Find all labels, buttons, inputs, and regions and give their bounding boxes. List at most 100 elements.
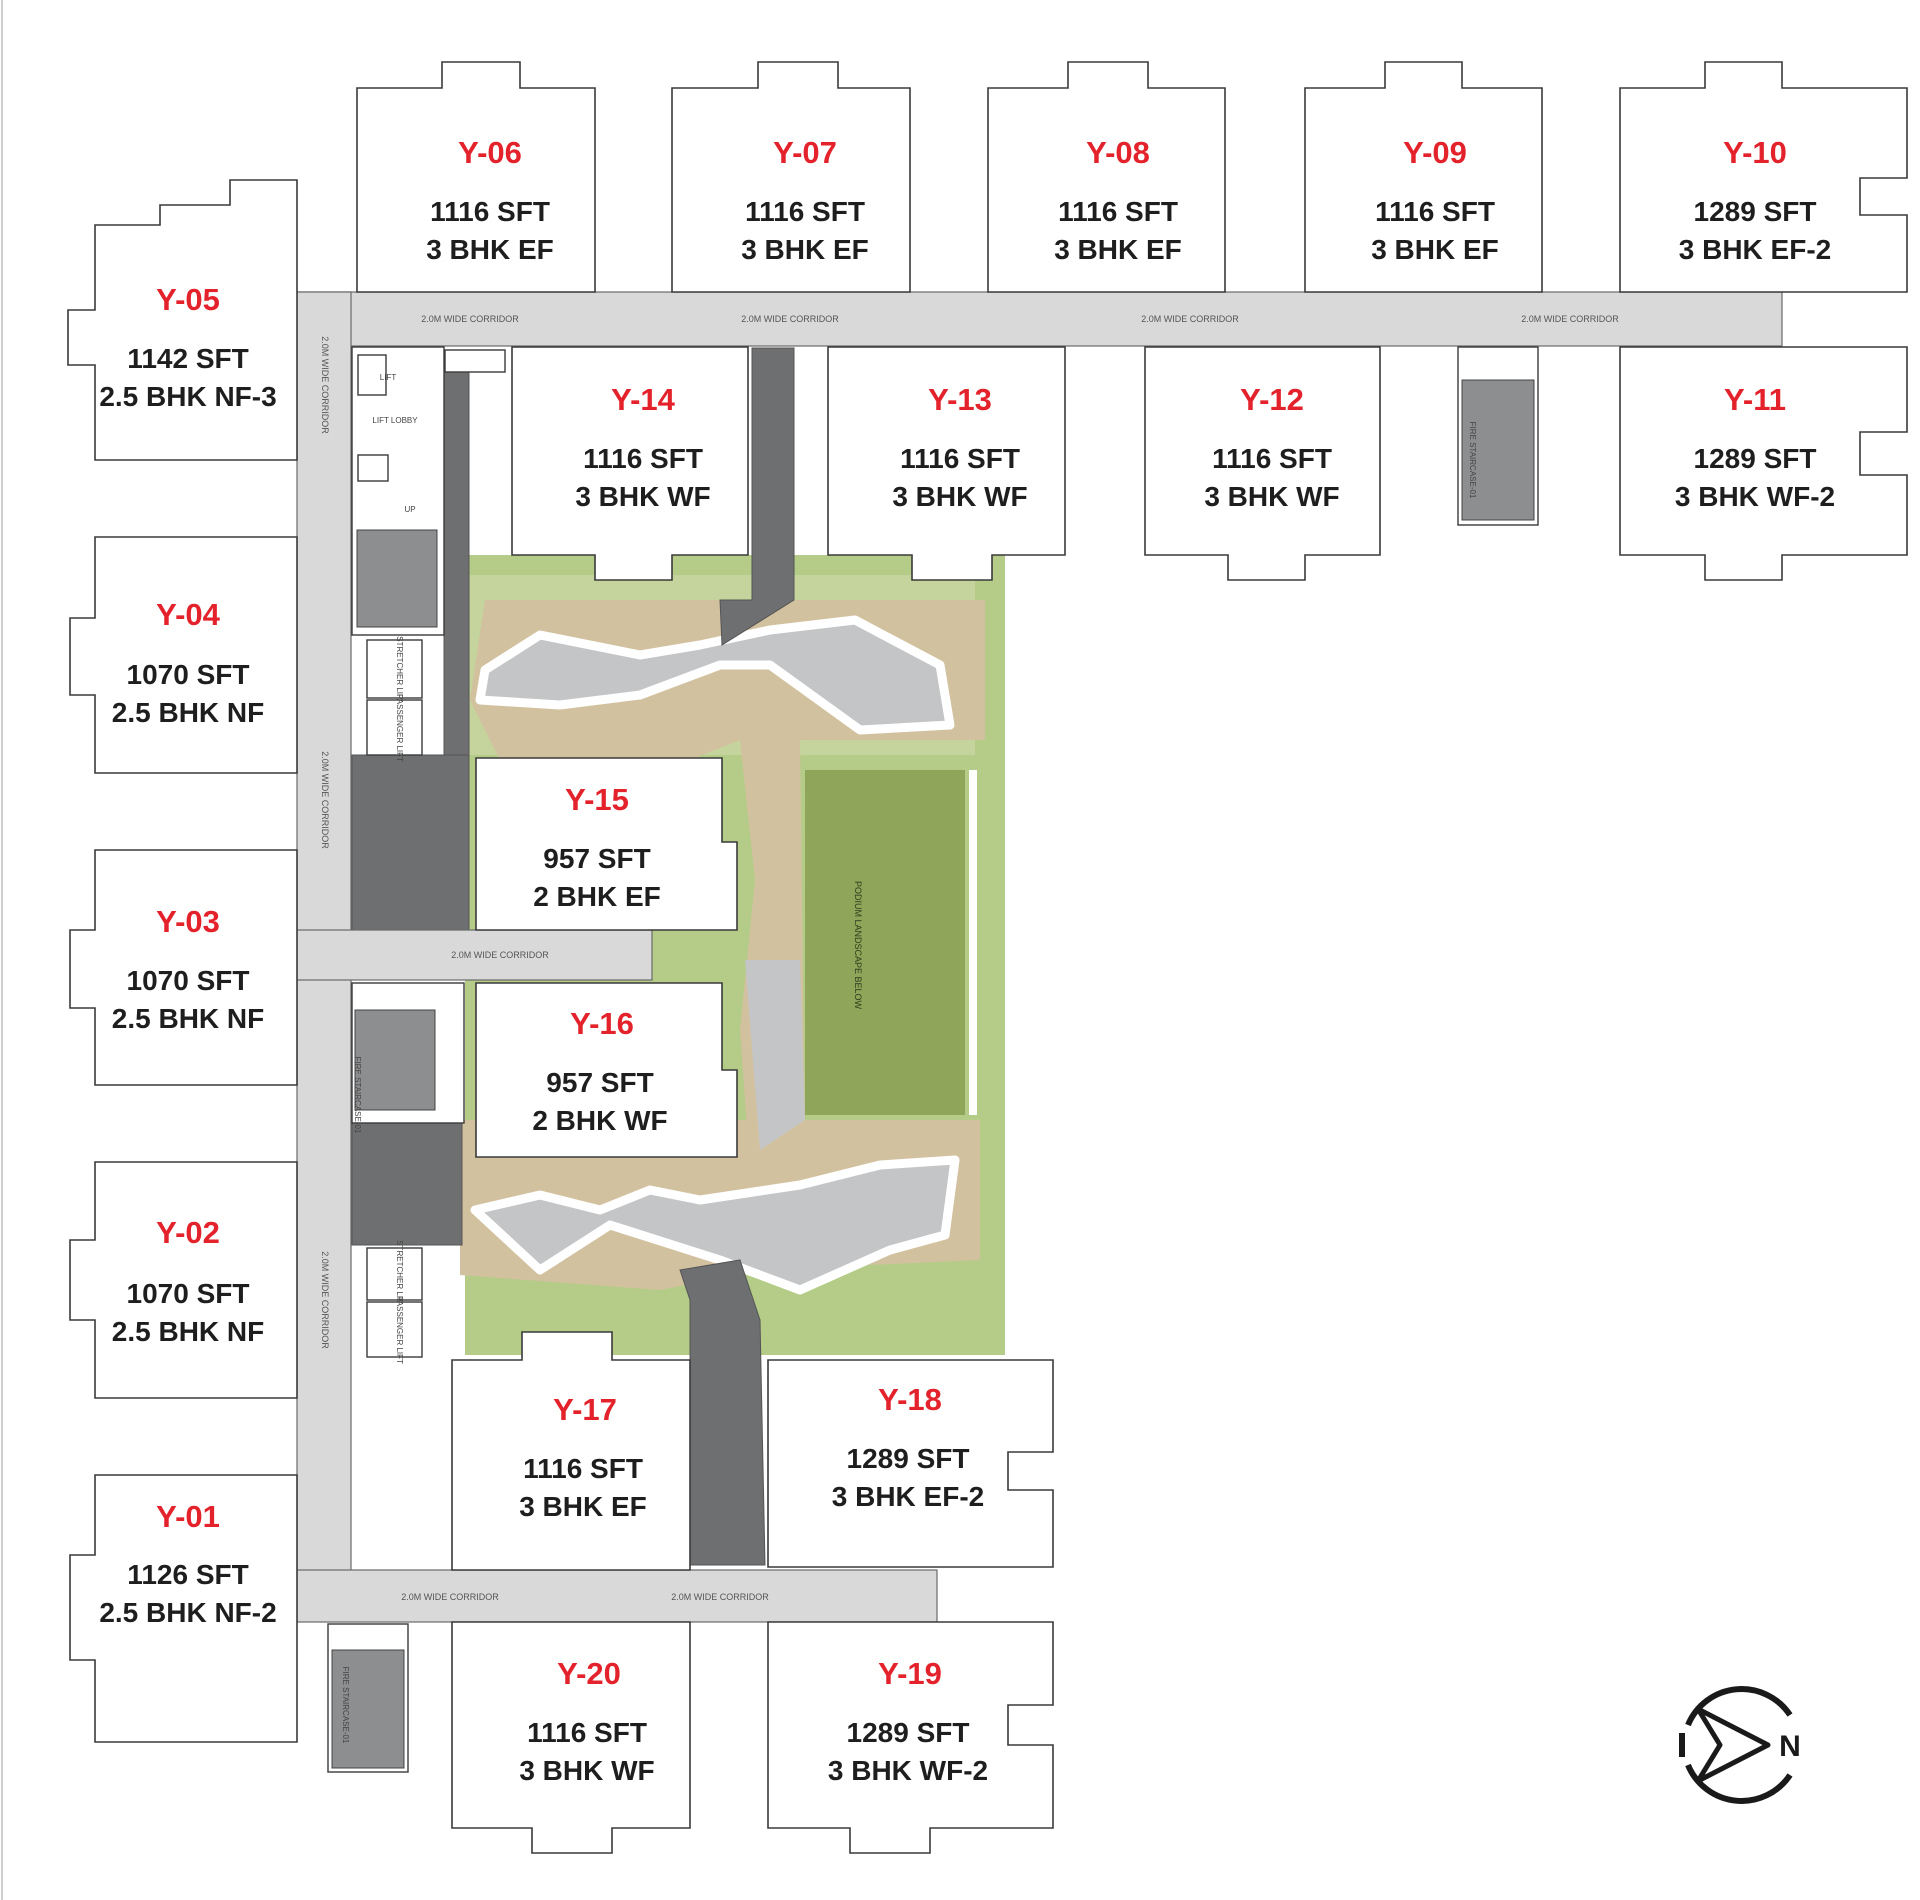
corridor-label: 2.0M WIDE CORRIDOR bbox=[671, 1592, 769, 1602]
unit-y-15: Y-15 957 SFT 2 BHK EF bbox=[533, 782, 661, 912]
unit-shape-y-17 bbox=[451, 1331, 691, 1571]
unit-area: 1116 SFT bbox=[900, 443, 1020, 474]
unit-shape-y-18 bbox=[767, 1359, 1054, 1568]
unit-area: 1116 SFT bbox=[1058, 196, 1178, 227]
unit-id: Y-09 bbox=[1403, 135, 1467, 170]
south-paving-strip bbox=[679, 1259, 766, 1566]
unit-id: Y-07 bbox=[773, 135, 837, 170]
unit-y-19: Y-19 1289 SFT 3 BHK WF-2 bbox=[828, 1656, 988, 1786]
corridors: 2.0M WIDE CORRIDOR 2.0M WIDE CORRIDOR 2.… bbox=[296, 291, 1783, 1623]
stretcher-lift-label: STRETCHER LIFT bbox=[395, 1240, 404, 1308]
unit-y-18: Y-18 1289 SFT 3 BHK EF-2 bbox=[832, 1382, 984, 1512]
unit-y-06: Y-06 1116 SFT 3 BHK EF bbox=[426, 135, 554, 265]
unit-area: 1116 SFT bbox=[583, 443, 703, 474]
unit-shape-y-03 bbox=[69, 849, 298, 1086]
north-paving-strip bbox=[719, 347, 795, 646]
unit-type: 2.5 BHK NF bbox=[112, 697, 264, 728]
unit-shape-y-08 bbox=[987, 61, 1226, 293]
lift-shaft bbox=[357, 354, 387, 396]
unit-y-17: Y-17 1116 SFT 3 BHK EF bbox=[519, 1392, 647, 1522]
unit-id: Y-16 bbox=[570, 1006, 634, 1041]
unit-y-10: Y-10 1289 SFT 3 BHK EF-2 bbox=[1679, 135, 1831, 265]
corridor-label: 2.0M WIDE CORRIDOR bbox=[320, 1251, 330, 1349]
unit-area: 1116 SFT bbox=[527, 1717, 647, 1748]
unit-y-05: Y-05 1142 SFT 2.5 BHK NF-3 bbox=[99, 282, 276, 412]
unit-type: 3 BHK EF bbox=[1371, 234, 1499, 265]
unit-type: 2.5 BHK NF bbox=[112, 1003, 264, 1034]
courtyard: PODIUM LANDSCAPE BELOW bbox=[455, 555, 1005, 1355]
stretcher-lift-label: STRETCHER LIFT bbox=[395, 636, 404, 704]
fire-staircase-label: FIRE STAIRCASE-01 bbox=[353, 1057, 362, 1134]
unit-type: 3 BHK WF bbox=[575, 481, 710, 512]
unit-area: 1289 SFT bbox=[847, 1717, 970, 1748]
corridor-label: 2.0M WIDE CORRIDOR bbox=[421, 314, 519, 324]
passenger-lift-label: PASSENGER LIFT bbox=[395, 1296, 404, 1364]
unit-shapes bbox=[67, 61, 1908, 1854]
passenger-lift-lower bbox=[366, 1301, 423, 1358]
unit-y-08: Y-08 1116 SFT 3 BHK EF bbox=[1054, 135, 1182, 265]
unit-y-04: Y-04 1070 SFT 2.5 BHK NF bbox=[112, 597, 264, 728]
west-paving-block-upper bbox=[351, 754, 470, 931]
duct bbox=[444, 349, 506, 373]
unit-shape-y-06 bbox=[356, 61, 596, 293]
unit-shape-y-07 bbox=[671, 61, 911, 293]
up-label: UP bbox=[404, 505, 415, 514]
staircase-mid bbox=[354, 1009, 436, 1111]
unit-type: 3 BHK WF bbox=[892, 481, 1027, 512]
unit-area: 1116 SFT bbox=[1212, 443, 1332, 474]
unit-type: 3 BHK EF bbox=[426, 234, 554, 265]
unit-y-16: Y-16 957 SFT 2 BHK WF bbox=[532, 1006, 667, 1136]
unit-id: Y-17 bbox=[553, 1392, 617, 1427]
unit-y-02: Y-02 1070 SFT 2.5 BHK NF bbox=[112, 1215, 264, 1347]
unit-id: Y-04 bbox=[156, 597, 221, 632]
unit-shape-y-13 bbox=[827, 346, 1066, 581]
unit-id: Y-18 bbox=[878, 1382, 942, 1417]
podium-landscape bbox=[805, 770, 965, 1115]
unit-y-09: Y-09 1116 SFT 3 BHK EF bbox=[1371, 135, 1499, 265]
passenger-lift-label: PASSENGER LIFT bbox=[395, 694, 404, 762]
unit-type: 2.5 BHK NF-3 bbox=[99, 381, 276, 412]
unit-labels: Y-01 1126 SFT 2.5 BHK NF-2 Y-02 1070 SFT… bbox=[99, 135, 1835, 1786]
unit-id: Y-03 bbox=[156, 904, 220, 939]
compass-north-label: N bbox=[1779, 1730, 1801, 1763]
unit-shape-y-02 bbox=[69, 1161, 298, 1399]
unit-area: 1289 SFT bbox=[1694, 196, 1817, 227]
north-corridor bbox=[296, 291, 1783, 347]
unit-area: 1289 SFT bbox=[847, 1443, 970, 1474]
unit-y-12: Y-12 1116 SFT 3 BHK WF bbox=[1204, 382, 1339, 512]
unit-shape-y-10 bbox=[1619, 61, 1908, 293]
staircase-north-east bbox=[1461, 379, 1535, 521]
corridor-label: 2.0M WIDE CORRIDOR bbox=[741, 314, 839, 324]
unit-type: 2.5 BHK NF bbox=[112, 1316, 264, 1347]
service-cores: LIFT LIFT LOBBY UP STRETCHER LIFT PASSEN… bbox=[327, 346, 1539, 1773]
unit-type: 2 BHK EF bbox=[533, 881, 661, 912]
unit-shape-y-05 bbox=[67, 179, 298, 461]
mid-corridor bbox=[296, 929, 653, 981]
unit-area: 1126 SFT bbox=[127, 1559, 248, 1590]
podium-landscape-label: PODIUM LANDSCAPE BELOW bbox=[853, 881, 863, 1010]
lower-water-body bbox=[470, 1155, 960, 1295]
unit-id: Y-11 bbox=[1724, 382, 1786, 417]
unit-area: 1289 SFT bbox=[1694, 443, 1817, 474]
unit-id: Y-08 bbox=[1086, 135, 1150, 170]
unit-y-03: Y-03 1070 SFT 2.5 BHK NF bbox=[112, 904, 264, 1034]
lift-label: LIFT bbox=[380, 373, 397, 382]
unit-area: 1142 SFT bbox=[127, 343, 248, 374]
unit-area: 1116 SFT bbox=[430, 196, 550, 227]
unit-id: Y-20 bbox=[557, 1656, 621, 1691]
unit-type: 3 BHK EF bbox=[741, 234, 869, 265]
corridor-label: 2.0M WIDE CORRIDOR bbox=[451, 950, 549, 960]
unit-y-01: Y-01 1126 SFT 2.5 BHK NF-2 bbox=[99, 1499, 276, 1628]
unit-id: Y-15 bbox=[565, 782, 629, 817]
unit-area: 1070 SFT bbox=[127, 965, 250, 996]
unit-y-11: Y-11 1289 SFT 3 BHK WF-2 bbox=[1675, 382, 1835, 512]
corridor-label: 2.0M WIDE CORRIDOR bbox=[401, 1592, 499, 1602]
fire-staircase-label: FIRE STAIRCASE-01 bbox=[341, 1667, 350, 1744]
compass-arrow bbox=[1695, 1706, 1771, 1784]
unit-area: 957 SFT bbox=[546, 1067, 653, 1098]
unit-type: 2 BHK WF bbox=[532, 1105, 667, 1136]
upper-water-body bbox=[475, 615, 955, 735]
north-compass-icon: N bbox=[1679, 1686, 1801, 1804]
lift-lobby-label: LIFT LOBBY bbox=[372, 416, 418, 425]
